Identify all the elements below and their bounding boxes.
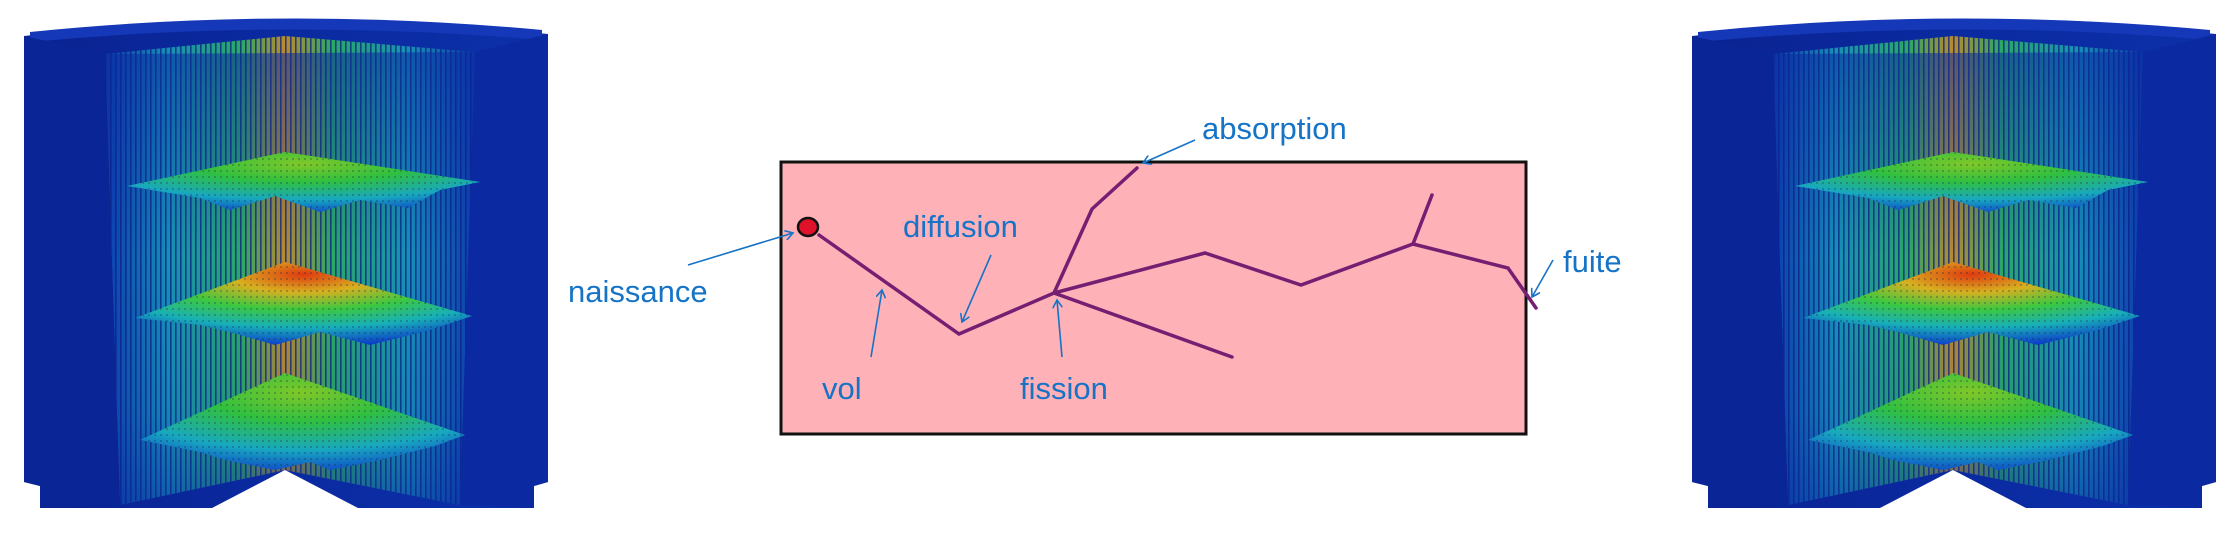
arrow-absorption — [1143, 139, 1196, 163]
label-diffusion: diffusion — [903, 209, 1018, 244]
neutron-path — [817, 166, 1538, 359]
path-branch-up — [1411, 193, 1434, 246]
arrow-diffusion — [962, 254, 992, 322]
neutron-history-diagram: absorption diffusion naissance vol fissi… — [568, 111, 1622, 436]
path-branch-absorption — [1052, 166, 1139, 295]
reactor-flux-right — [1692, 18, 2216, 508]
label-naissance: naissance — [568, 274, 708, 309]
arrow-fuite — [1532, 259, 1554, 297]
path-branch-lower — [1052, 291, 1234, 359]
medium-box — [779, 160, 1528, 436]
label-fuite: fuite — [1563, 244, 1622, 279]
label-arrows — [687, 139, 1554, 358]
label-absorption: absorption — [1202, 111, 1347, 146]
label-vol: vol — [822, 371, 862, 406]
path-branch-main — [1052, 242, 1538, 310]
label-fission: fission — [1020, 371, 1108, 406]
arrow-fission — [1057, 300, 1063, 358]
source-dot — [796, 216, 820, 238]
reactor-flux-left — [24, 18, 548, 508]
path-flight — [817, 233, 1056, 336]
arrow-naissance — [687, 233, 793, 266]
arrow-vol — [870, 290, 882, 358]
